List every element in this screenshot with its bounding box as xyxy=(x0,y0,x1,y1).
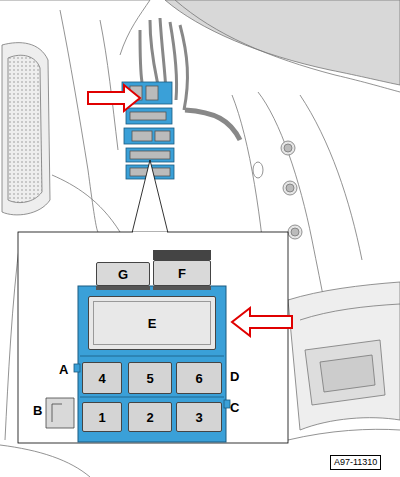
drawing-stroke xyxy=(150,20,158,85)
drawing-stroke xyxy=(126,148,174,162)
drawing-stroke xyxy=(153,250,211,260)
drawing-stroke xyxy=(126,108,172,124)
relay-slot: 2 xyxy=(128,402,172,432)
drawing-stroke xyxy=(100,20,118,150)
drawing-stroke xyxy=(8,55,42,202)
drawing-stroke xyxy=(74,364,80,372)
drawing-stroke xyxy=(185,110,240,140)
callout-letter: D xyxy=(230,370,239,383)
drawing-stroke xyxy=(288,282,400,430)
slot-label: 2 xyxy=(146,411,153,424)
drawing-stroke xyxy=(52,404,62,422)
drawing-stroke xyxy=(130,151,170,159)
detail-frame xyxy=(18,232,288,443)
relay-slot: 4 xyxy=(82,362,122,394)
connector-box: F xyxy=(153,260,211,286)
drawing-stroke xyxy=(155,131,170,141)
drawing-stroke xyxy=(132,131,152,141)
relay-carrier xyxy=(46,250,230,442)
drawing-stroke xyxy=(2,43,50,215)
relay-slot: 3 xyxy=(176,402,222,432)
drawing-stroke xyxy=(80,356,224,397)
drawing-stroke xyxy=(96,286,150,290)
drawing-stroke xyxy=(165,0,400,85)
detail-pointer xyxy=(132,160,168,233)
slot-label: F xyxy=(178,267,186,280)
drawing-stroke xyxy=(46,398,74,428)
drawing-stroke xyxy=(180,25,187,110)
drawing-stroke xyxy=(146,86,158,100)
drawing-stroke xyxy=(320,355,375,392)
drawing-stroke xyxy=(288,429,400,440)
drawing-stroke xyxy=(130,112,166,120)
callout-letter: B xyxy=(33,404,42,417)
drawing-stroke xyxy=(286,184,294,192)
callout-letter: C xyxy=(230,401,239,414)
pointer-arrow xyxy=(232,308,292,336)
slot-label: 6 xyxy=(195,372,202,385)
drawing-stroke xyxy=(0,445,90,477)
drawing-stroke xyxy=(284,144,292,152)
drawing-stroke xyxy=(224,400,230,408)
drawing-stroke xyxy=(160,18,166,92)
relay-slot: 1 xyxy=(82,402,122,432)
callout-letter: A xyxy=(59,363,68,376)
drawing-stroke xyxy=(305,340,385,405)
drawing-stroke xyxy=(253,162,263,178)
slot-label: 5 xyxy=(146,372,153,385)
pointer-arrow xyxy=(88,85,140,111)
relay-slot: 5 xyxy=(128,362,172,394)
drawing-stroke xyxy=(52,175,120,232)
drawing-stroke xyxy=(281,141,295,155)
figure-code: A97-11310 xyxy=(330,455,381,470)
drawing-stroke xyxy=(124,128,174,144)
slot-label: 1 xyxy=(98,411,105,424)
control-module: E xyxy=(88,296,216,350)
module-letter: E xyxy=(148,317,157,330)
drawing-stroke xyxy=(288,225,302,239)
connector-box: G xyxy=(96,262,150,286)
drawing-stroke xyxy=(300,304,400,320)
drawing-stroke xyxy=(60,10,98,232)
slot-label: G xyxy=(118,268,128,281)
drawing-stroke xyxy=(175,0,400,92)
relay-slot: 6 xyxy=(176,362,222,394)
drawing-stroke xyxy=(153,286,211,290)
drawing-stroke xyxy=(283,181,297,195)
drawing-stroke xyxy=(291,228,299,236)
drawing-stroke xyxy=(78,286,226,442)
slot-label: 4 xyxy=(98,372,105,385)
drawing-stroke xyxy=(140,30,142,82)
slot-label: 3 xyxy=(195,411,202,424)
drawing-stroke xyxy=(133,232,167,234)
drawing-stroke xyxy=(300,95,362,260)
